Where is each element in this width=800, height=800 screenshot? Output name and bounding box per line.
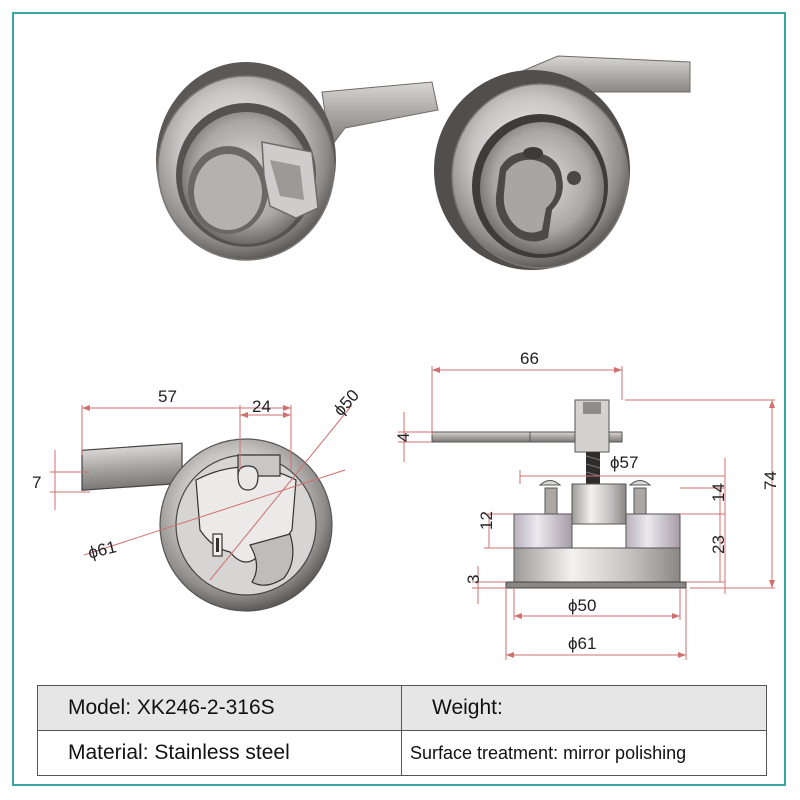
dim-side-3: 3 <box>464 575 483 584</box>
dim-side-14: 14 <box>709 483 728 502</box>
material-cell: Material: Stainless steel <box>37 730 402 776</box>
dim-side-dia-57: ϕ57 <box>610 453 638 472</box>
top-view-dimension-arrows <box>82 405 291 418</box>
weight-cell: Weight: <box>401 685 767 731</box>
dim-top-dia-61: ϕ61 <box>86 537 118 562</box>
side-view-drawing <box>431 399 687 589</box>
dim-side-23: 23 <box>709 535 728 554</box>
surface-treatment-cell: Surface treatment: mirror polishing <box>401 730 767 776</box>
top-view-drawing <box>81 438 333 612</box>
dim-side-4: 4 <box>394 433 413 442</box>
spec-table: Model: XK246-2-316S Weight: Material: St… <box>37 685 767 776</box>
product-photo-front <box>156 62 439 261</box>
dim-side-12: 12 <box>477 511 496 530</box>
product-photo-angled <box>434 55 691 270</box>
outer-frame <box>12 12 786 786</box>
dim-side-66: 66 <box>520 349 539 368</box>
dim-top-24: 24 <box>252 397 271 416</box>
dim-top-7: 7 <box>32 473 41 492</box>
side-view-dimension-arrows <box>432 367 775 658</box>
side-view-dimension-lines <box>398 366 775 660</box>
top-view-dimension-lines <box>50 404 353 581</box>
dim-side-dia-61: ϕ61 <box>568 634 596 653</box>
dim-top-dia-50: ϕ50 <box>330 386 363 420</box>
model-cell: Model: XK246-2-316S <box>37 685 402 731</box>
dim-side-74: 74 <box>761 471 780 490</box>
spec-row-2: Material: Stainless steel Surface treatm… <box>37 730 767 776</box>
dim-top-57: 57 <box>158 387 177 406</box>
spec-row-1: Model: XK246-2-316S Weight: <box>37 685 767 731</box>
dim-side-dia-50: ϕ50 <box>568 596 596 615</box>
